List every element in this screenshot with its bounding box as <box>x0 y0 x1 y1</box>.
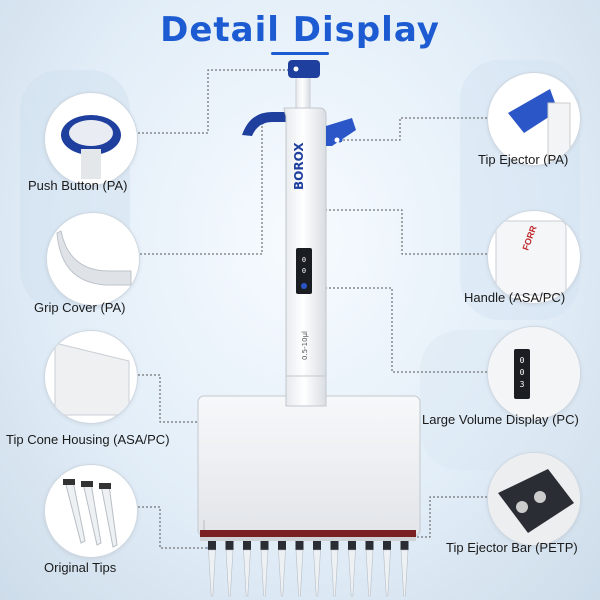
tip-ejector-bar <box>200 530 416 537</box>
label-original-tips: Original Tips <box>44 560 117 575</box>
title-underline <box>271 52 329 55</box>
callout-grip-cover-image <box>46 212 140 306</box>
callout-original-tips-image <box>44 464 138 558</box>
label-large-volume-display: Large Volume Display (PC) <box>422 412 579 427</box>
pipette-tip <box>225 549 234 597</box>
label-push-button: Push Button (PA) <box>28 178 128 193</box>
label-handle: Handle (ASA/PC) <box>464 290 566 305</box>
tip-cone <box>208 541 216 550</box>
tip-cone <box>383 541 391 550</box>
pipette-tip <box>243 549 251 597</box>
display-digit: 0 <box>302 267 306 275</box>
svg-text:0: 0 <box>520 356 525 365</box>
page-title: Detail Display <box>160 10 440 50</box>
pipette-tip <box>348 549 356 597</box>
pipette-tips <box>208 541 409 597</box>
tip-cone <box>243 541 251 550</box>
line-tip-ejector <box>340 117 487 141</box>
pipette-tip <box>295 549 304 597</box>
line-original-tips <box>122 506 210 549</box>
tip-cone-housing <box>197 395 421 537</box>
brand-text: BOROX <box>292 142 306 190</box>
line-grip-cover <box>124 122 263 255</box>
label-grip-cover: Grip Cover (PA) <box>34 300 126 315</box>
display-digit: 0 <box>302 256 306 264</box>
callout-push-button-image <box>44 92 138 186</box>
tip-cone <box>330 541 339 550</box>
pipette-tip <box>313 549 321 597</box>
volume-display-window <box>296 248 312 294</box>
grip-cover <box>242 112 286 136</box>
tip-cone <box>348 541 356 550</box>
pipette-tip <box>278 549 286 597</box>
label-tip-ejector: Tip Ejector (PA) <box>478 152 569 167</box>
tip-cone <box>400 541 409 550</box>
pipette-tip <box>365 549 374 597</box>
pipette-tip <box>208 549 216 597</box>
pipette-tip <box>383 549 391 597</box>
tip-cone <box>313 541 321 550</box>
callout-large-volume-display-image: 0 0 3 <box>487 326 581 420</box>
svg-text:3: 3 <box>520 380 525 389</box>
tip-cone <box>365 541 374 550</box>
svg-text:0: 0 <box>520 368 525 377</box>
callout-handle-image: FORR <box>487 210 581 304</box>
pipette-tip <box>400 549 409 597</box>
callout-tip-ejector-bar-image <box>487 452 581 546</box>
label-tip-cone-housing: Tip Cone Housing (ASA/PC) <box>6 432 170 447</box>
tip-cone <box>278 541 286 550</box>
line-display <box>303 287 487 373</box>
tip-cone <box>295 541 304 550</box>
callout-tip-cone-housing-image <box>44 330 138 424</box>
pipette-tip <box>260 549 269 597</box>
line-push-button <box>122 69 290 134</box>
volume-range-text: 0.5-10µl <box>301 331 309 360</box>
label-tip-ejector-bar: Tip Ejector Bar (PETP) <box>446 540 578 555</box>
callout-tip-ejector-image <box>487 72 581 166</box>
pipette-tip <box>330 549 339 597</box>
tip-ejector-part <box>326 118 356 146</box>
tip-cone <box>260 541 269 550</box>
tip-cone <box>225 541 234 550</box>
housing-neck <box>285 375 327 407</box>
push-button-cap <box>288 60 320 78</box>
